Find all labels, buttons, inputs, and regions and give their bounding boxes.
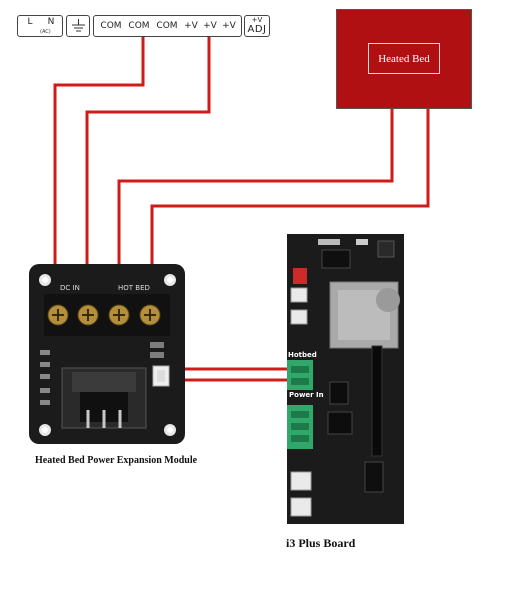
module-terminal-label-hot-bed: HOT BED: [118, 284, 150, 292]
heated-bed-label: Heated Bed: [368, 43, 440, 74]
ground-icon: [72, 19, 85, 32]
adj-bottom-label: ADJ: [247, 24, 267, 35]
board-caption: i3 Plus Board: [286, 536, 356, 550]
wire-v-to-dc-in-positive: [85, 37, 211, 275]
board-hotbed-label: Hotbed: [288, 351, 317, 359]
terminal-n-label: N: [47, 17, 55, 27]
com-terminal-1: COM: [100, 21, 122, 31]
psu-adj-terminal: +V ADJ: [244, 15, 270, 37]
ac-label: (AC): [40, 29, 51, 35]
com-terminal-2: COM: [128, 21, 150, 31]
wire-bed-to-hotbed-2: [150, 109, 430, 275]
psu-ac-terminal: L N (AC): [17, 15, 63, 37]
adj-top-label: +V: [251, 16, 263, 24]
v-terminal-1: +V: [184, 21, 198, 31]
terminal-l-label: L: [27, 17, 33, 27]
v-terminal-2: +V: [203, 21, 217, 31]
v-terminal-3: +V: [222, 21, 236, 31]
heated-bed: Heated Bed: [336, 9, 472, 109]
module-terminal-label-dc-in: DC IN: [60, 284, 80, 292]
wire-com-to-dc-in-negative: [53, 37, 145, 275]
com-terminal-3: COM: [156, 21, 178, 31]
psu-ground-terminal: [66, 15, 90, 37]
board-power-in-label: Power In: [289, 391, 324, 399]
wire-bed-to-hotbed-1: [117, 109, 394, 275]
psu-dc-terminal: COM COM COM +V +V +V: [93, 15, 242, 37]
module-caption: Heated Bed Power Expansion Module: [35, 455, 198, 466]
